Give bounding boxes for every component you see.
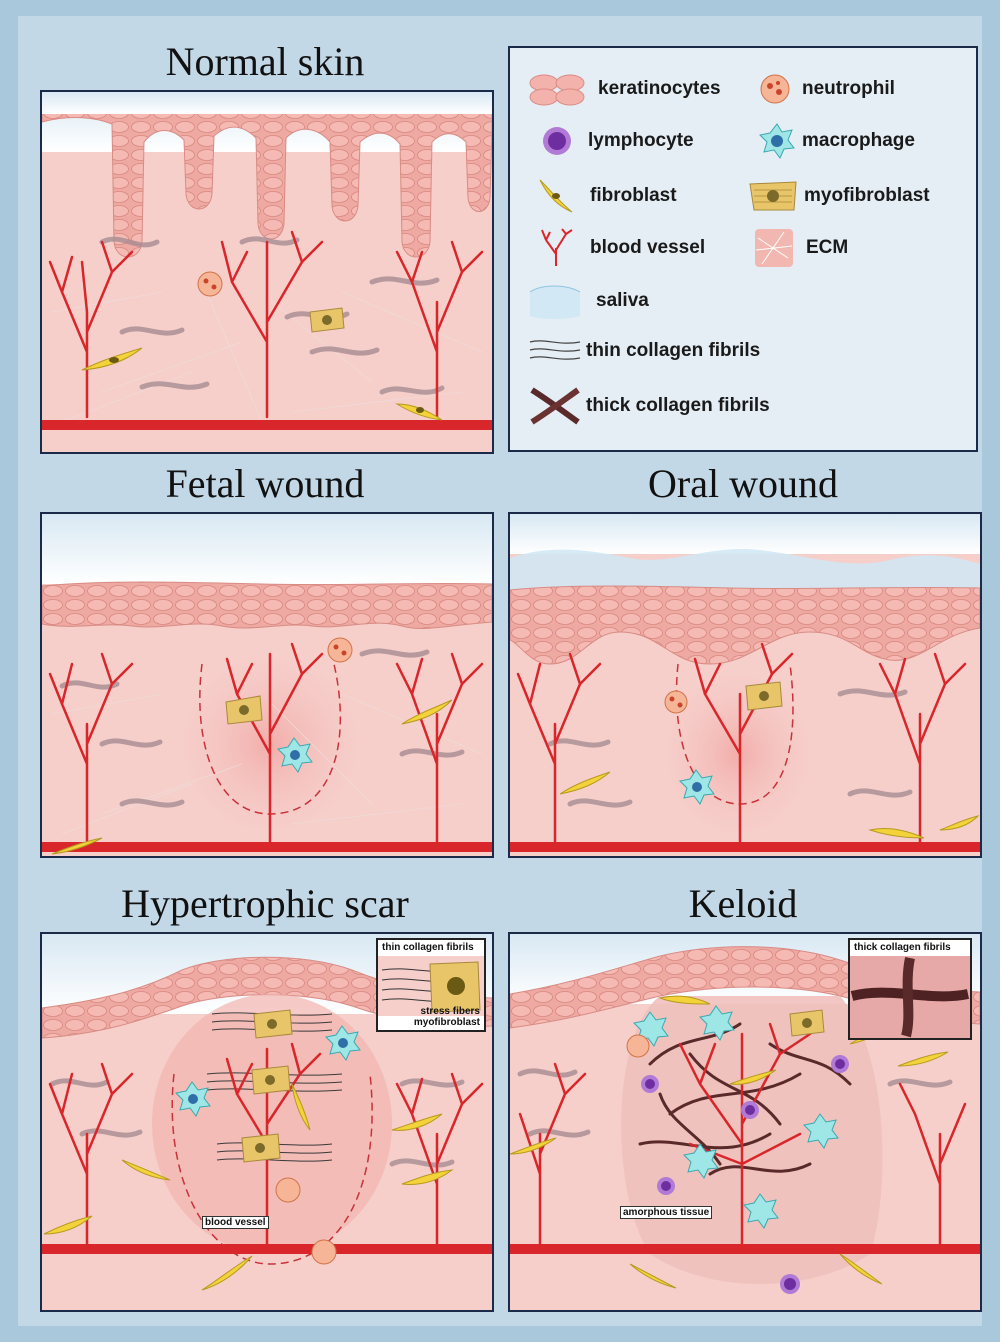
legend-item-keratinocytes: keratinocytes	[528, 72, 721, 106]
legend-label: neutrophil	[802, 78, 895, 99]
legend-label: blood vessel	[590, 237, 706, 258]
macrophage-cell	[678, 769, 715, 805]
lymphocyte-cell	[641, 1055, 849, 1294]
panel-title-fetal-wound: Fetal wound	[165, 461, 365, 506]
legend-label: myofibroblast	[804, 185, 930, 206]
panel-title-keloid: Keloid	[688, 881, 798, 926]
legend-item-saliva: saliva	[528, 282, 649, 320]
panel-normal-skin	[40, 90, 494, 454]
neutrophil-cell	[327, 637, 353, 663]
legend-item-thick-collagen: thick collagen fibrils	[528, 386, 770, 426]
fibroblast-cell	[81, 347, 143, 371]
inset-label-thick-collagen: thick collagen fibrils	[854, 942, 951, 953]
inset-label-thin-collagen: thin collagen fibrils	[382, 942, 474, 953]
legend-item-myofibroblast: myofibroblast	[748, 178, 930, 214]
inset-thick-collagen: thick collagen fibrils	[848, 938, 972, 1040]
fibroblast-icon	[539, 179, 573, 213]
legend-label: fibroblast	[590, 185, 677, 206]
oral-wound-illustration	[510, 514, 980, 856]
neutrophil-cell	[197, 271, 223, 297]
inset-stress-fibers: thin collagen fibrils stress fibers myof…	[376, 938, 486, 1032]
neutrophil-cell	[275, 1177, 337, 1265]
inset-stress-fibers-drawing	[378, 956, 484, 1016]
legend-label: thick collagen fibrils	[586, 395, 770, 416]
legend-item-fibroblast: fibroblast	[536, 176, 677, 216]
fibroblast-cell	[51, 699, 453, 855]
legend-label: macrophage	[802, 130, 915, 151]
legend-label: thin collagen fibrils	[586, 340, 761, 361]
saliva-icon	[529, 285, 581, 319]
legend-box: keratinocytes neutrophil lymphocyte macr…	[508, 46, 978, 452]
thin-collagen-icon	[529, 340, 581, 360]
legend-label: saliva	[596, 290, 649, 311]
fetal-wound-illustration	[42, 514, 492, 856]
inset-label-stress-fibers: stress fibers	[420, 1006, 480, 1017]
inset-label-myofibroblast: myofibroblast	[413, 1017, 480, 1028]
legend-label: ECM	[806, 237, 849, 258]
panel-title-normal-skin: Normal skin	[165, 39, 365, 84]
legend-item-ecm: ECM	[754, 228, 848, 268]
myofibroblast-cell	[241, 1009, 293, 1163]
macrophage-cell	[632, 1005, 839, 1229]
keratinocytes-icon	[529, 74, 585, 106]
panel-oral-wound	[508, 512, 982, 858]
legend-item-neutrophil: neutrophil	[758, 72, 895, 106]
myofibroblast-cell	[789, 1009, 825, 1037]
fibroblast-cell	[395, 403, 443, 421]
neutrophil-cell	[626, 1034, 650, 1058]
panel-hypertrophic-scar: thin collagen fibrils stress fibers myof…	[40, 932, 494, 1312]
myofibroblast-cell	[745, 681, 783, 711]
panel-keloid: thick collagen fibrils amorphous tissue	[508, 932, 982, 1312]
macrophage-cell	[174, 1025, 361, 1117]
neutrophil-cell	[664, 690, 688, 714]
fibroblast-cell	[559, 771, 980, 839]
panel-title-hypertrophic-scar: Hypertrophic scar	[121, 881, 409, 926]
legend-item-thin-collagen: thin collagen fibrils	[528, 336, 760, 366]
normal-skin-illustration	[42, 92, 492, 452]
myofibroblast-cell	[309, 307, 345, 333]
callout-amorphous-tissue: amorphous tissue	[620, 1206, 713, 1219]
callout-blood-vessel: blood vessel	[202, 1216, 269, 1229]
fibroblast-cell	[510, 995, 949, 1289]
fibroblast-cell	[43, 1083, 454, 1291]
ecm-icon	[755, 229, 793, 267]
legend-item-lymphocyte: lymphocyte	[540, 124, 694, 158]
legend-item-blood-vessel: blood vessel	[538, 228, 705, 268]
macrophage-icon	[758, 123, 795, 159]
panel-fetal-wound	[40, 512, 494, 858]
myofibroblast-icon	[749, 181, 797, 211]
blood-vessel-icon	[541, 228, 573, 266]
panel-title-oral-wound: Oral wound	[648, 461, 838, 506]
inset-thick-collagen-drawing	[850, 956, 970, 1038]
macrophage-cell	[276, 737, 313, 773]
neutrophil-icon	[760, 74, 790, 104]
legend-item-macrophage: macrophage	[758, 122, 915, 160]
legend-label: keratinocytes	[598, 78, 721, 99]
thick-collagen-icon	[530, 387, 580, 425]
lymphocyte-icon	[543, 127, 571, 155]
legend-label: lymphocyte	[588, 130, 694, 151]
myofibroblast-cell	[225, 695, 263, 725]
